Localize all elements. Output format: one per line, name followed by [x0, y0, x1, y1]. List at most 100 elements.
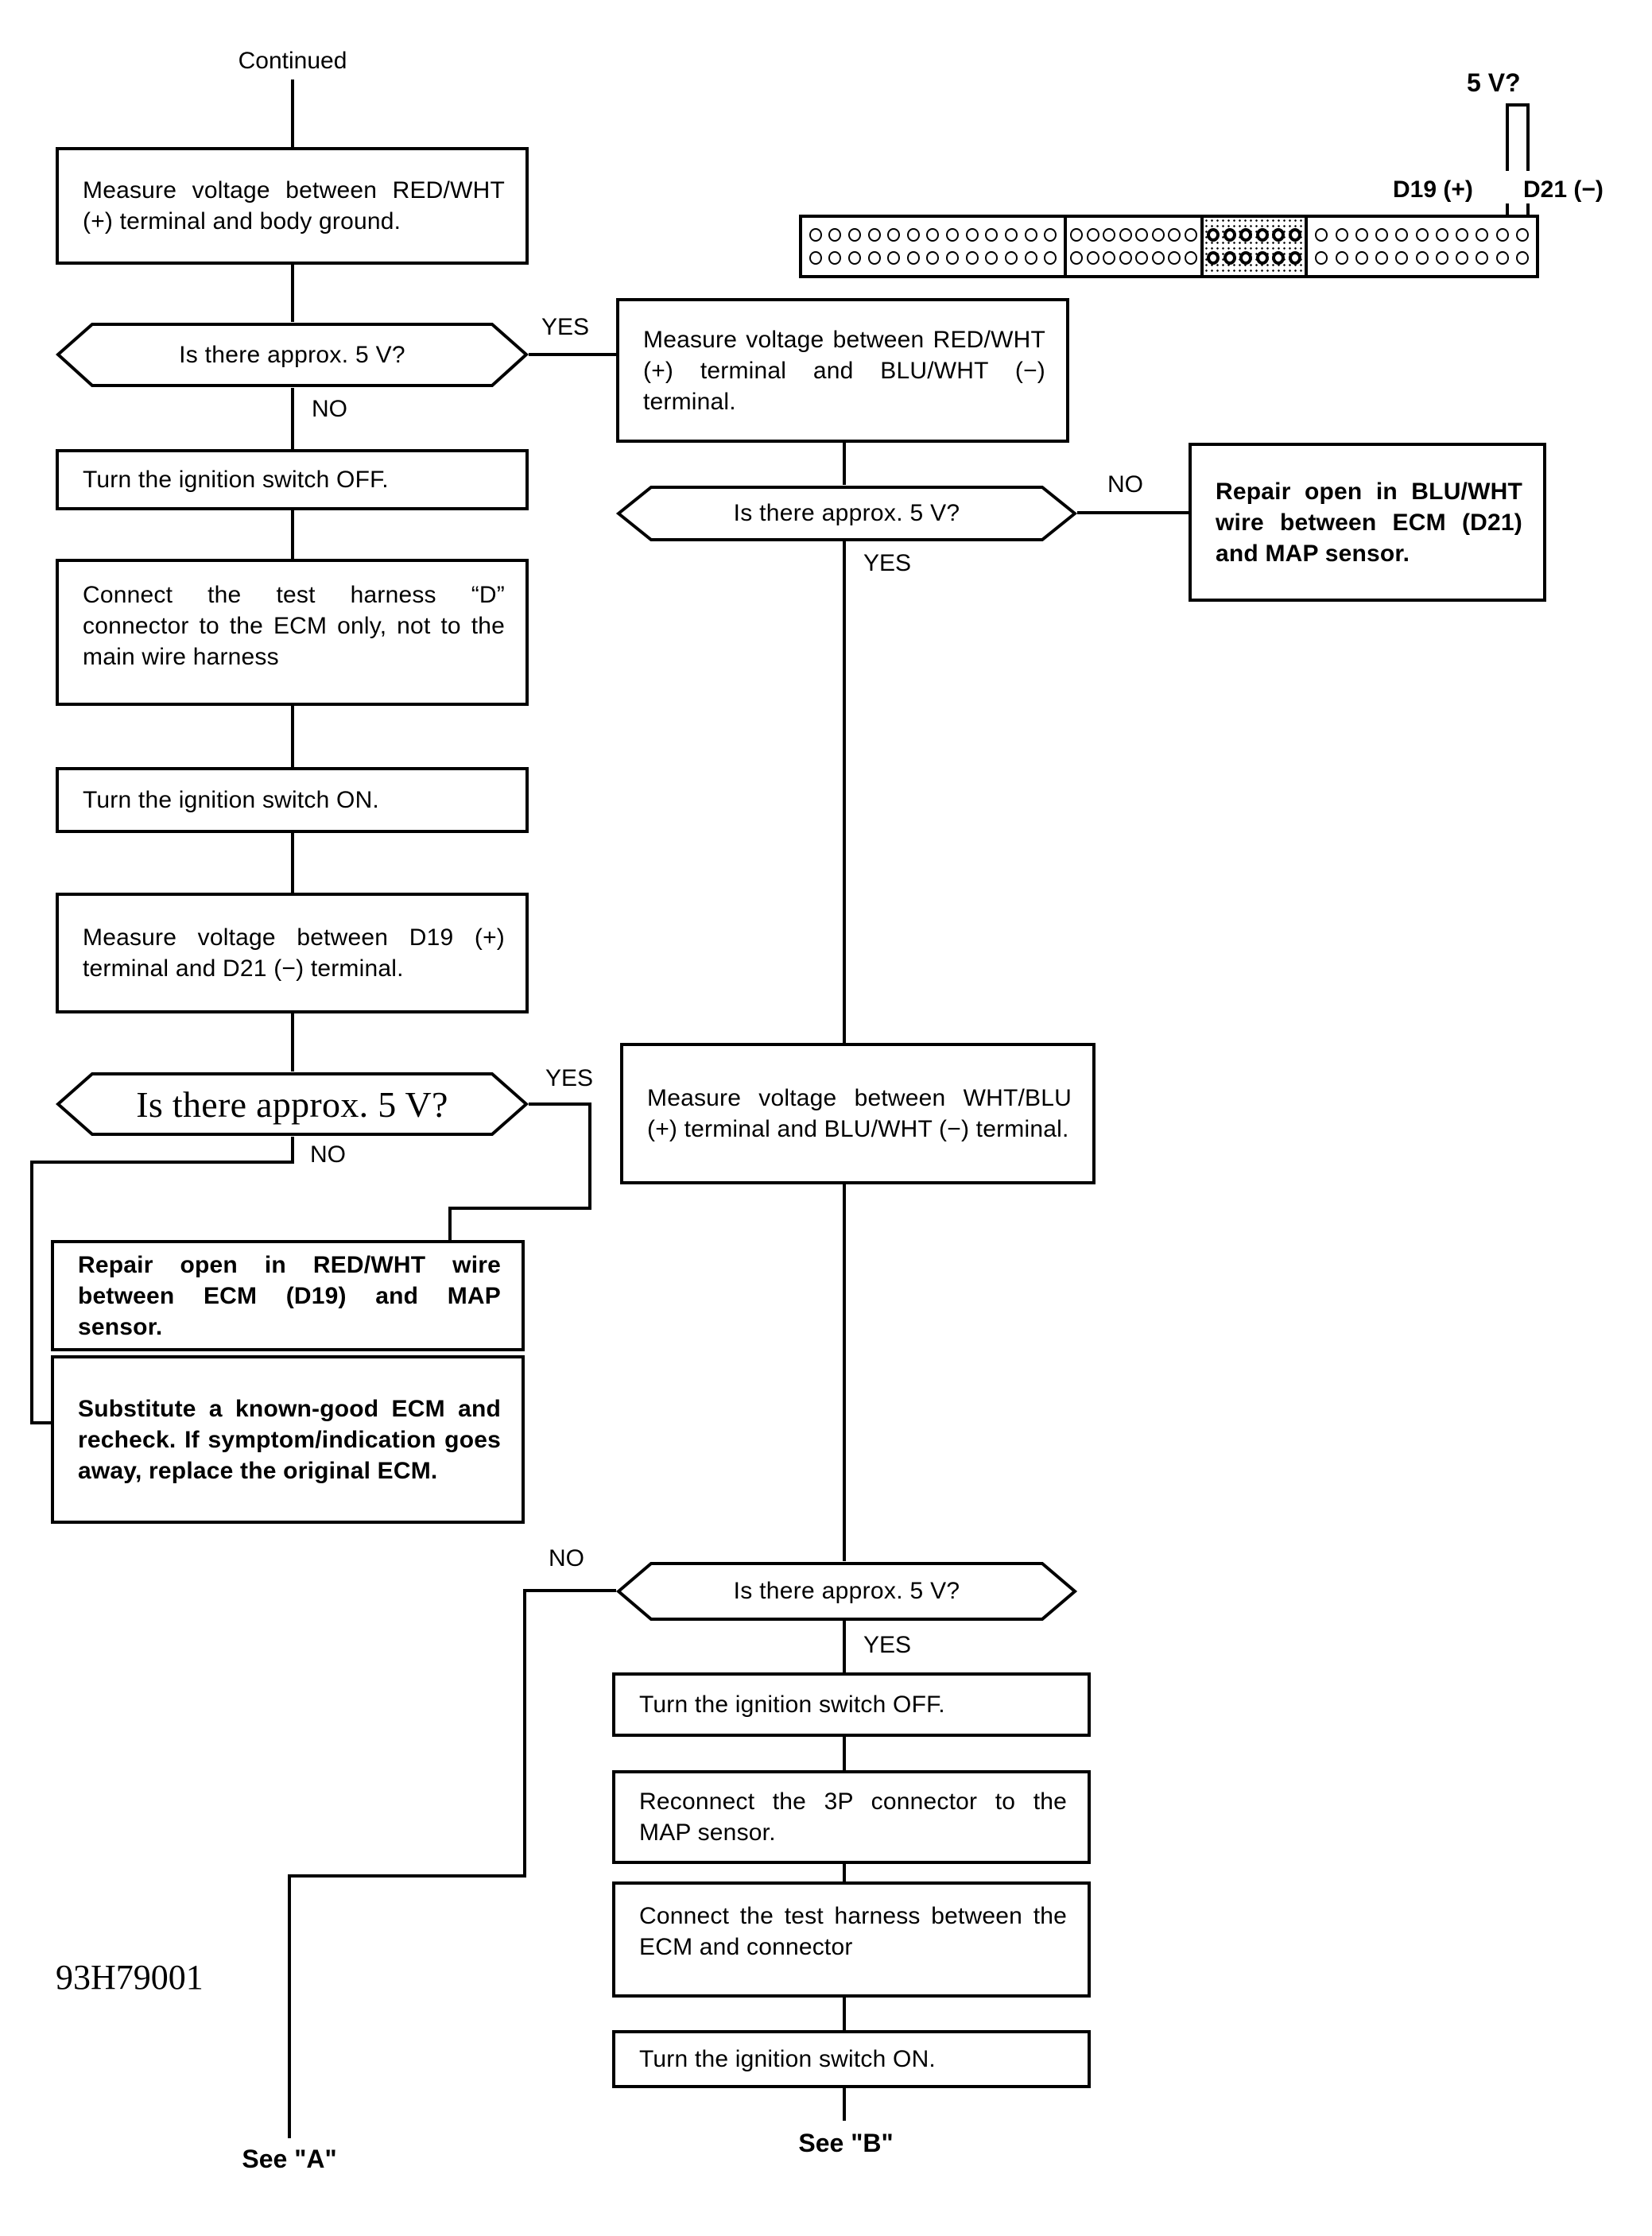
box-measure-d19-d21: Measure voltage between D19 (+) terminal…: [56, 893, 529, 1013]
pin-circle: [1103, 251, 1116, 265]
decision-approx-5v-1: Is there approx. 5 V?: [56, 322, 529, 388]
pin-circle: [1435, 227, 1448, 242]
pin-circle: [1435, 251, 1448, 265]
box-ignition-on-1: Turn the ignition switch ON.: [56, 767, 529, 833]
pin-circle: [1070, 227, 1084, 242]
pin-row: [802, 251, 1064, 265]
pin-circle: [1044, 251, 1057, 265]
pin-circle: [847, 251, 861, 265]
pin-circle: [1272, 227, 1286, 242]
decision-approx-5v-2: Is there approx. 5 V?: [56, 1071, 529, 1137]
pin-row: [1067, 227, 1200, 242]
pin-circle: [1119, 227, 1132, 242]
pin-circle: [828, 251, 842, 265]
probe-bracket: [1506, 103, 1530, 171]
pin-circle: [1184, 251, 1197, 265]
continued-label: Continued: [238, 48, 347, 74]
box-ignition-off-1: Turn the ignition switch OFF.: [56, 449, 529, 510]
pin-circle: [1495, 251, 1509, 265]
pin-circle: [1456, 227, 1468, 242]
pin-circle: [1335, 251, 1348, 265]
pin-circle: [1315, 227, 1328, 242]
pin-circle: [1255, 251, 1269, 265]
pin-circle: [985, 251, 999, 265]
see-a-label: See "A": [242, 2145, 337, 2173]
pin-circle: [847, 227, 861, 242]
pin-circle: [1288, 227, 1301, 242]
edge-d2-no: [30, 1137, 294, 1424]
pin-label-d19: D19 (+): [1393, 176, 1473, 203]
pin-circle: [1024, 251, 1037, 265]
pin-circle: [1070, 251, 1084, 265]
pin-circle: [1239, 251, 1253, 265]
pin-circle: [1135, 227, 1149, 242]
edge-d2-yes: [448, 1102, 591, 1242]
pin-circle: [1223, 251, 1236, 265]
see-b-label: See "B": [798, 2129, 894, 2157]
pin-circle: [965, 227, 979, 242]
pin-circle: [1395, 227, 1409, 242]
decision-approx-5v-4: Is there approx. 5 V?: [616, 1561, 1077, 1622]
box-measure-red-wht-body-ground: Measure voltage between RED/WHT (+) term…: [56, 147, 529, 265]
pin-circle: [1288, 251, 1301, 265]
pin-circle: [1315, 251, 1328, 265]
probe-voltage-label: 5 V?: [1467, 68, 1521, 97]
box-ignition-off-2: Turn the ignition switch OFF.: [612, 1672, 1091, 1737]
pin-circle: [1119, 251, 1132, 265]
pin-circle: [1375, 251, 1388, 265]
pin-circle: [1255, 227, 1269, 242]
pin-circle: [887, 227, 901, 242]
pin-circle: [1395, 251, 1409, 265]
pin-circle: [1207, 251, 1220, 265]
pin-circle: [1335, 227, 1348, 242]
branch-yes-2: YES: [545, 1065, 594, 1091]
pin-circle: [906, 227, 920, 242]
pin-circle: [1515, 251, 1529, 265]
pin-row: [802, 227, 1064, 242]
connector-section-1: [799, 215, 1067, 278]
pin-circle: [1375, 227, 1388, 242]
pin-circle: [1415, 227, 1429, 242]
pin-circle: [1272, 251, 1286, 265]
box-repair-red-wht: Repair open in RED/WHT wire between ECM …: [51, 1240, 525, 1351]
pin-circle: [809, 251, 822, 265]
pin-circle: [1515, 227, 1529, 242]
pin-circle: [1355, 227, 1368, 242]
pin-circle: [1239, 227, 1253, 242]
figure-code: 93H79001: [56, 1958, 204, 1997]
pin-label-d21: D21 (−): [1523, 176, 1604, 203]
branch-no-2: NO: [310, 1141, 346, 1168]
pin-circle: [1476, 227, 1489, 242]
pin-circle: [809, 227, 822, 242]
pin-circle: [1086, 251, 1099, 265]
edge-d4-no-see-a: [288, 1589, 616, 2138]
branch-yes-4: YES: [863, 1632, 912, 1658]
box-measure-wht-blu: Measure voltage between WHT/BLU (+) term…: [620, 1043, 1096, 1184]
pin-circle: [1135, 251, 1149, 265]
pin-circle: [946, 251, 960, 265]
pin-circle: [1086, 227, 1099, 242]
pin-circle: [985, 227, 999, 242]
pin-circle: [1476, 251, 1489, 265]
box-reconnect-3p: Reconnect the 3P connector to the MAP se…: [612, 1770, 1091, 1864]
pin-circle: [867, 227, 881, 242]
box-connect-test-harness-d: Connect the test harness “D” connector t…: [56, 559, 529, 706]
box-connect-harness-ecm: Connect the test harness between the ECM…: [612, 1881, 1091, 1998]
pin-circle: [1151, 227, 1165, 242]
pin-circle: [1024, 227, 1037, 242]
branch-no-1: NO: [312, 396, 347, 422]
pin-circle: [1223, 227, 1236, 242]
ecm-connector: [799, 215, 1539, 278]
branch-no-3: NO: [1107, 471, 1143, 498]
pin-circle: [926, 227, 940, 242]
pin-circle: [828, 227, 842, 242]
pin-circle: [1184, 227, 1197, 242]
pin-circle: [1151, 251, 1165, 265]
pin-circle: [1456, 251, 1468, 265]
branch-yes-1: YES: [541, 314, 590, 340]
pin-row: [1067, 251, 1200, 265]
pin-row: [1308, 227, 1536, 242]
box-substitute-ecm: Substitute a known-good ECM and recheck.…: [51, 1355, 525, 1524]
connector-section-3: [1200, 215, 1308, 278]
